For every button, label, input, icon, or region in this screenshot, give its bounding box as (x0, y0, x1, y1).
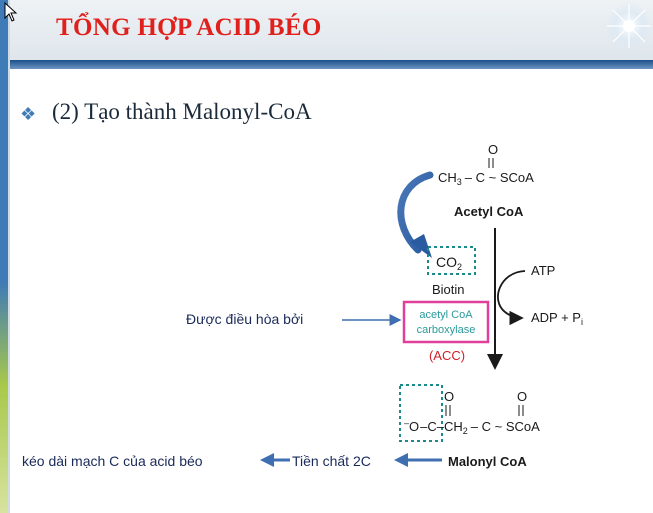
enzyme-name-line2: carboxylase (417, 324, 476, 336)
enzyme-name-line1: acetyl CoA (419, 309, 473, 321)
bullet-text: (2) Tạo thành Malonyl-CoA (52, 99, 312, 124)
svg-text:CO2: CO2 (436, 254, 462, 272)
sun-sparkle-icon (605, 2, 653, 50)
atp-adp-curve (497, 270, 526, 326)
acetyl-coa-formula: O CH3– C ~ SCoA (438, 142, 534, 187)
malonyl-c1: –C– (420, 419, 445, 434)
malonyl-o-minus: O (409, 419, 419, 434)
co2-subscript: 2 (457, 262, 462, 272)
svg-text:CH3– C ~ SCoA: CH3– C ~ SCoA (438, 170, 534, 187)
malonyl-ch2-subscript: 2 (463, 426, 468, 436)
svg-text:–O–C–CH2– C ~ SCoA: –O–C–CH2– C ~ SCoA (404, 418, 540, 436)
acetyl-ch3-subscript: 3 (457, 177, 462, 187)
malonyl-negative-charge: – (404, 418, 409, 428)
malonyl-c2-scoa: – C ~ SCoA (471, 419, 540, 434)
acetyl-coa-label: Acetyl CoA (454, 204, 524, 219)
acetyl-carbonyl-o: O (488, 142, 498, 157)
malonyl-coa-formula: O O –O–C–CH2– C ~ SCoA (399, 384, 540, 442)
regulated-by-label: Được điều hòa bởi (186, 311, 303, 327)
svg-text:ADP + Pi: ADP + Pi (531, 310, 583, 327)
carboxylation-curved-arrow (397, 171, 434, 254)
header-divider (0, 60, 653, 69)
atp-label: ATP (531, 263, 555, 278)
enzyme-highlight-box (402, 300, 490, 344)
precursor-label: Tiền chất 2C (292, 453, 371, 469)
elongation-label: kéo dài mạch C của acid béo (22, 453, 203, 469)
acc-label: (ACC) (429, 348, 465, 363)
co2-dotted-box (427, 246, 476, 275)
header-band (0, 0, 653, 60)
left-decorative-stripe (0, 0, 8, 513)
acetyl-c-scoa: – C ~ SCoA (465, 170, 534, 185)
malonyl-ch2: CH (444, 419, 463, 434)
co2-text: CO (436, 254, 457, 270)
adp-label: ADP + P (531, 310, 581, 325)
carboxylation-arrow-head (410, 234, 432, 258)
acetyl-ch3: CH (438, 170, 457, 185)
mouse-pointer-icon (4, 2, 18, 22)
slide-title: TỔNG HỢP ACID BÉO (56, 14, 322, 41)
diamond-bullet-icon: ❖ (20, 104, 37, 124)
carboxyl-dotted-box (399, 384, 443, 442)
left-stripe-highlight (8, 0, 10, 513)
adp-subscript: i (581, 317, 583, 327)
malonyl-coa-label: Malonyl CoA (448, 454, 527, 469)
biotin-label: Biotin (432, 282, 465, 297)
malonyl-carbonyl-o2: O (517, 389, 527, 404)
malonyl-carbonyl-o1: O (444, 389, 454, 404)
